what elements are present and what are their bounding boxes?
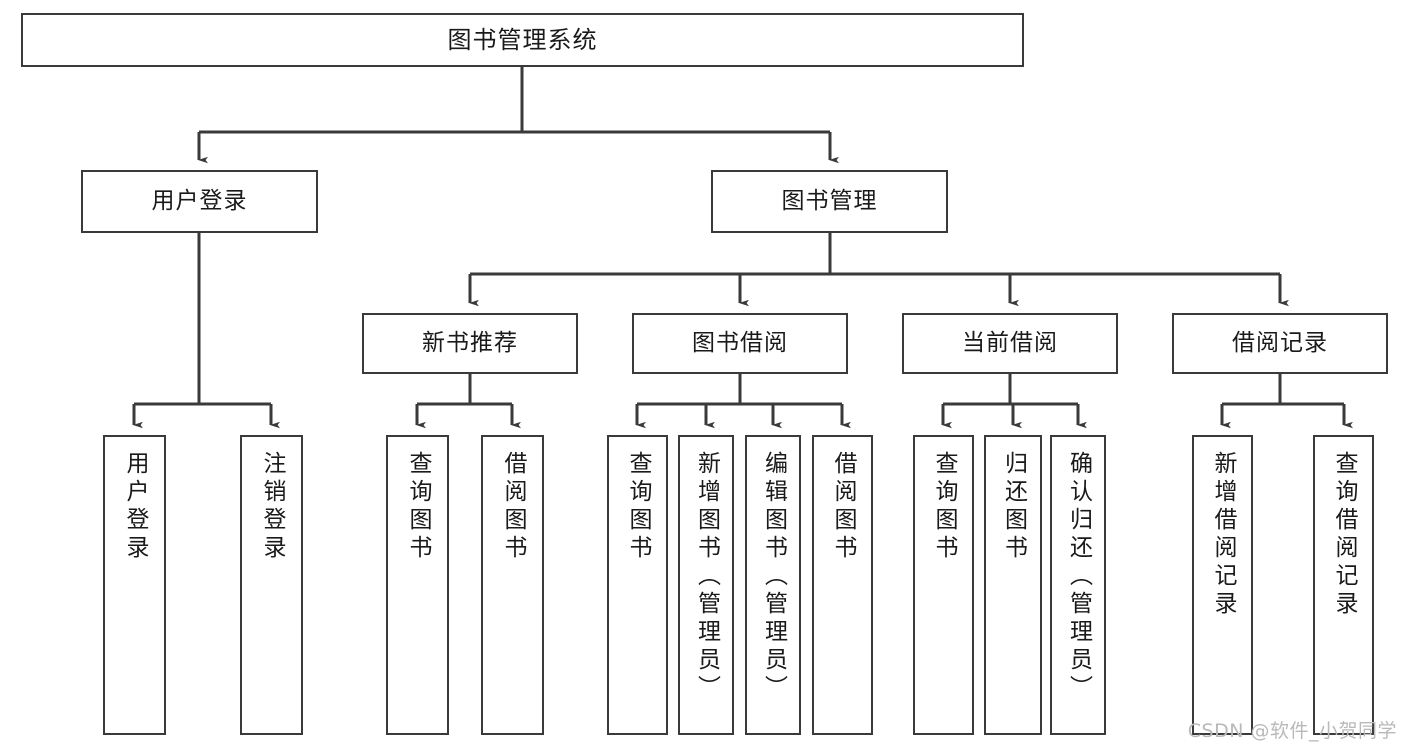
node-leaf-6[interactable]: 编辑图书（管理员） (745, 435, 801, 735)
node-label: 图书管理 (781, 187, 878, 214)
node-label: 用户登录 (151, 187, 248, 214)
node-label: 确认归还（管理员） (1065, 451, 1092, 703)
node-level3-0[interactable]: 新书推荐 (362, 313, 578, 374)
node-root[interactable]: 图书管理系统 (21, 13, 1024, 67)
node-leaf-7[interactable]: 借阅图书 (812, 435, 873, 735)
node-label: 注销登录 (259, 451, 285, 563)
node-leaf-8[interactable]: 查询图书 (913, 435, 974, 735)
node-label: 归还图书 (1000, 451, 1027, 563)
csdn-watermark: CSDN @软件_小贺同学 (1187, 720, 1397, 742)
node-leaf-1[interactable]: 注销登录 (240, 435, 303, 735)
node-leaf-5[interactable]: 新增图书（管理员） (678, 435, 734, 735)
node-label: 图书借阅 (692, 329, 788, 356)
node-label: 借阅记录 (1232, 329, 1328, 356)
node-label: 借阅图书 (500, 451, 526, 563)
node-leaf-10[interactable]: 确认归还（管理员） (1050, 435, 1106, 735)
node-label: 当前借阅 (962, 329, 1058, 356)
node-label: 查询借阅记录 (1331, 451, 1357, 619)
node-level2-1[interactable]: 图书管理 (711, 170, 948, 233)
node-level3-2[interactable]: 当前借阅 (902, 313, 1118, 374)
node-leaf-4[interactable]: 查询图书 (607, 435, 668, 735)
node-label: 新书推荐 (422, 329, 518, 356)
node-level2-0[interactable]: 用户登录 (81, 170, 318, 233)
node-label: 借阅图书 (830, 451, 856, 563)
node-level3-3[interactable]: 借阅记录 (1172, 313, 1388, 374)
node-label: 新增借阅记录 (1210, 451, 1236, 619)
node-leaf-2[interactable]: 查询图书 (386, 435, 449, 735)
node-leaf-9[interactable]: 归还图书 (984, 435, 1042, 735)
node-label: 图书管理系统 (447, 25, 598, 54)
node-label: 查询图书 (625, 451, 651, 563)
node-leaf-3[interactable]: 借阅图书 (481, 435, 544, 735)
node-label: 查询图书 (931, 451, 957, 563)
node-leaf-11[interactable]: 新增借阅记录 (1192, 435, 1253, 735)
node-label: 新增图书（管理员） (693, 451, 720, 703)
node-level3-1[interactable]: 图书借阅 (632, 313, 848, 374)
node-label: 查询图书 (405, 451, 431, 563)
node-label: 用户登录 (122, 451, 148, 563)
node-leaf-12[interactable]: 查询借阅记录 (1313, 435, 1374, 735)
node-leaf-0[interactable]: 用户登录 (103, 435, 166, 735)
node-label: 编辑图书（管理员） (760, 451, 787, 703)
